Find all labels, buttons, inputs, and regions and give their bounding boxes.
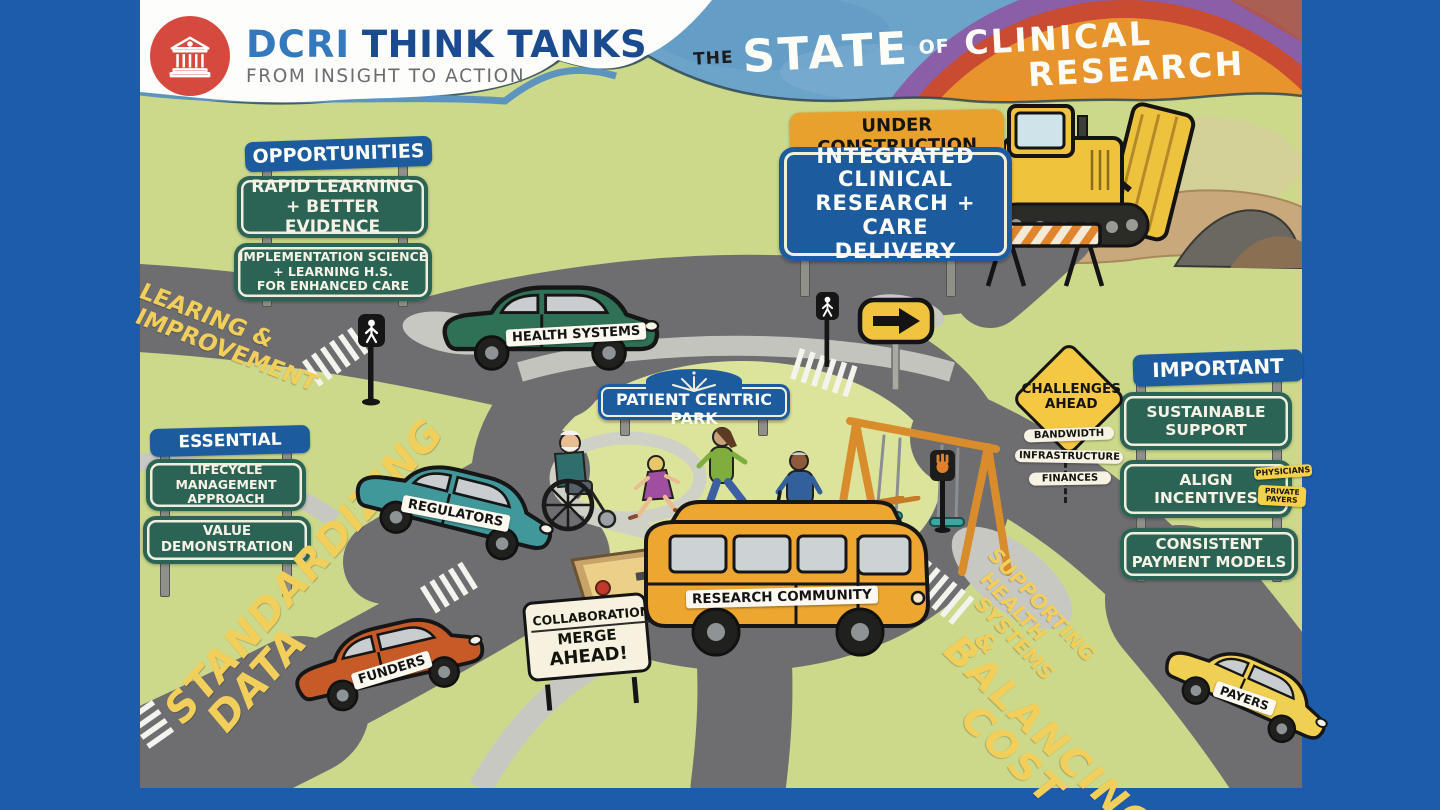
- important-board-1: SUSTAINABLE SUPPORT: [1120, 392, 1292, 450]
- sign-post: [620, 418, 630, 436]
- board-line: APPROACH: [187, 491, 265, 507]
- board-line: FOR ENHANCED CARE: [256, 278, 410, 294]
- brand-text: DCRI THINK TANKS FROM INSIGHT TO ACTION: [246, 26, 647, 87]
- challenge-tag-infrastructure: INFRASTRUCTURE: [1014, 449, 1124, 464]
- board-line: CONSISTENT: [1155, 535, 1263, 554]
- board-line: PAYMENT MODELS: [1131, 553, 1287, 571]
- park-sign: PATIENT CENTRIC PARK: [598, 369, 790, 428]
- board-line: DELIVERY: [834, 238, 957, 263]
- essential-header: ESSENTIAL: [149, 424, 311, 458]
- wheelchair-person: [541, 430, 617, 532]
- right-arrow-sign: [857, 297, 935, 391]
- brand-name-bold: THINK TANKS: [361, 22, 648, 66]
- sun-title: CLINICAL RESEARCH: [963, 10, 1286, 96]
- park-sign-text: PATIENT CENTRIC PARK: [615, 390, 773, 428]
- health-systems-car: HEALTH SYSTEMS: [430, 276, 665, 376]
- board-line: SUSTAINABLE: [1146, 402, 1266, 421]
- construction-barricade: [982, 222, 1105, 287]
- brand-logo: DCRI THINK TANKS FROM INSIGHT TO ACTION: [150, 10, 647, 102]
- park-sign-arch: [646, 369, 742, 393]
- board-line: INCENTIVES: [1154, 489, 1258, 507]
- brand-name-light: DCRI: [246, 22, 351, 66]
- research-community-van: RESEARCH COMMUNITY: [636, 496, 936, 666]
- opportunities-board-1: RAPID LEARNING + BETTER EVIDENCE: [237, 176, 428, 238]
- board-line: CLINICAL: [837, 167, 954, 192]
- white-header-band: [140, 0, 712, 103]
- construction-board: INTEGRATED CLINICAL RESEARCH + CARE DELI…: [779, 143, 1012, 263]
- regulators-car: REGULATORS: [337, 433, 569, 577]
- private-payers-tag: PRIVATE PAYERS: [1257, 484, 1307, 507]
- board-line: DEMONSTRATION: [160, 539, 294, 555]
- board-line: + LEARNING H.S.: [273, 263, 393, 279]
- board-line: MANAGEMENT: [175, 476, 277, 492]
- board-line: + BETTER EVIDENCE: [284, 196, 381, 238]
- bank-building-icon: [169, 36, 211, 78]
- title-of: OF: [918, 34, 951, 59]
- payers-car: PAYERS: [1144, 612, 1348, 766]
- title-state: STATE: [741, 21, 912, 84]
- stop-hand-signal-icon: [930, 450, 955, 533]
- sign-line: CHALLENGES: [1021, 380, 1121, 397]
- challenges-text: CHALLENGES AHEAD: [1019, 380, 1123, 412]
- logo-circle: [150, 16, 230, 96]
- title-the: THE: [692, 47, 735, 70]
- funders-car: FUNDERS: [275, 593, 495, 729]
- merge-ahead-sign: COLLABORATION MERGE AHEAD!: [521, 591, 654, 711]
- board-line: LIFECYCLE: [189, 461, 263, 477]
- board-line: IMPLEMENTATION SCIENCE: [238, 248, 428, 264]
- sign-post: [758, 418, 768, 436]
- challenge-tag-finances: FINANCES: [1028, 471, 1112, 486]
- pedestrian-signal-icon: [358, 314, 385, 406]
- essential-board-2: VALUE DEMONSTRATION: [143, 516, 311, 564]
- board-line: RAPID LEARNING: [251, 176, 414, 197]
- board-line: INTEGRATED: [816, 143, 975, 168]
- board-line: RESEARCH + CARE: [815, 191, 976, 239]
- board-line: SUPPORT: [1165, 421, 1247, 439]
- essential-board-1: LIFECYCLE MANAGEMENT APPROACH: [146, 459, 306, 511]
- sign-line: AHEAD: [1044, 395, 1098, 412]
- important-header: IMPORTANT: [1132, 349, 1304, 387]
- brand-tagline: FROM INSIGHT TO ACTION: [246, 65, 526, 87]
- board-line: ALIGN: [1179, 470, 1233, 489]
- important-board-3: CONSISTENT PAYMENT MODELS: [1120, 528, 1298, 580]
- right-arrow-icon: [873, 308, 920, 334]
- board-line: VALUE: [202, 523, 252, 540]
- pedestrian-signal-icon: [816, 292, 839, 367]
- opportunities-board-2: IMPLEMENTATION SCIENCE + LEARNING H.S. F…: [234, 243, 432, 301]
- sunburst-icon: [672, 371, 716, 392]
